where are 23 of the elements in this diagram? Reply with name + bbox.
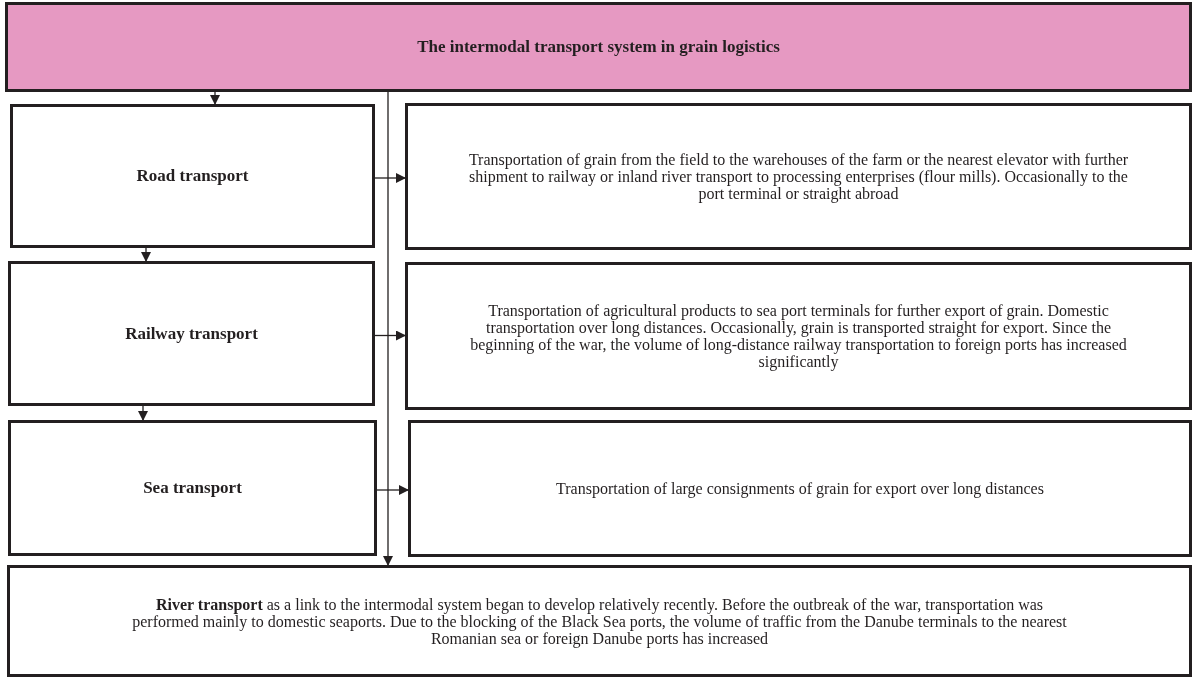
arrow bbox=[210, 91, 220, 105]
heading-label: The intermodal transport system in grain logistics bbox=[417, 36, 780, 59]
description-box bbox=[405, 103, 1192, 250]
category-box bbox=[8, 420, 377, 556]
arrow bbox=[376, 485, 409, 495]
description-text: Transportation of agricultural products to sea port terminals for further export of grain. Domestic transportation over long distances. Occasionally, grain is transported straight for export. Since the beginning of the war, the volume of long-distance railway transportation to foreign ports has increased significantly bbox=[469, 302, 1128, 370]
category-box bbox=[8, 261, 375, 406]
category-label: Road transport bbox=[136, 165, 249, 188]
description-box bbox=[408, 420, 1192, 557]
category-box bbox=[10, 104, 375, 248]
description-box bbox=[405, 262, 1192, 410]
title-box bbox=[5, 2, 1192, 92]
arrow bbox=[374, 330, 406, 341]
description-box bbox=[7, 565, 1192, 677]
arrow bbox=[383, 91, 393, 566]
description-text: Transportation of grain from the field to the warehouses of the farm or the nearest elevator with further shipment to railway or inland river transport to processing enterprises (flour mills). Occasionally to the port terminal or straight abroad bbox=[467, 151, 1130, 202]
arrow bbox=[138, 405, 148, 421]
category-label: Sea transport bbox=[143, 477, 242, 500]
category-label: Railway transport bbox=[125, 322, 258, 345]
arrow bbox=[374, 173, 406, 183]
description-text: Transportation of large consignments of grain for export over long distances bbox=[556, 480, 1044, 497]
description-text: River transport as a link to the intermodal system began to develop relatively recently. Before the outbreak of the war, transportation was performed mainly to domestic seaports. Due to the blocking of the Black Sea ports, the volume of traffic from the Danube terminals to the nearest Romanian sea or foreign Danube ports has increased bbox=[131, 595, 1068, 647]
arrow bbox=[141, 247, 151, 262]
